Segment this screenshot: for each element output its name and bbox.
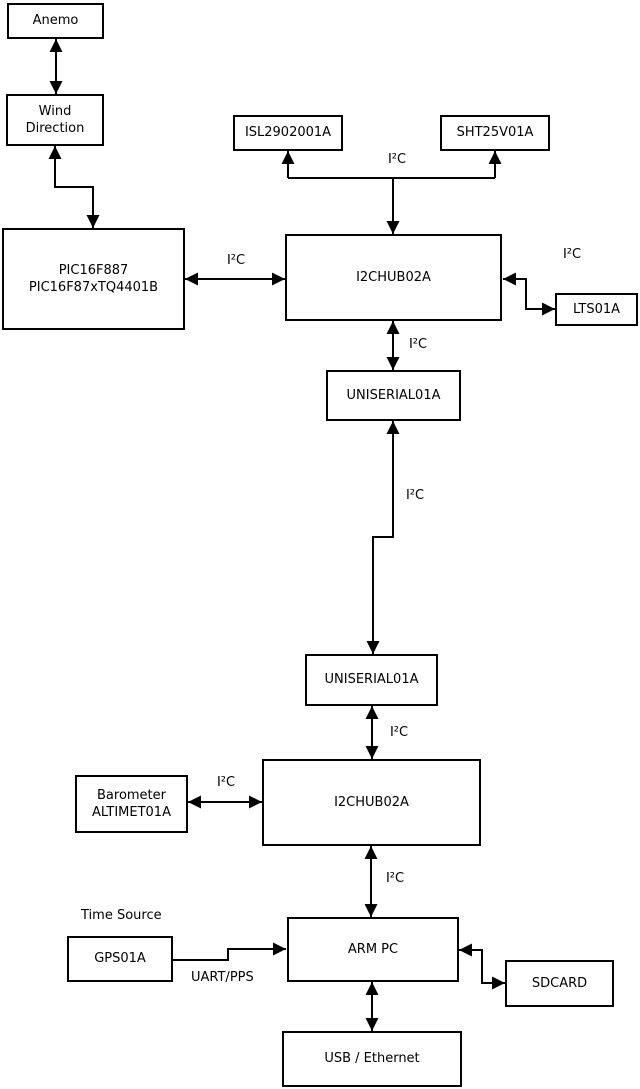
edge-label-uart-pps: UART/PPS — [191, 970, 254, 985]
node-sht-sensor-label: SHT25V01A — [456, 125, 534, 141]
node-wind-direction-label-line2: Direction — [25, 121, 85, 136]
node-gps-label: GPS01A — [94, 951, 146, 967]
node-uniserial-upper: UNISERIAL01A — [326, 370, 461, 421]
edge-label-i2c-barometer-hub: I²C — [216, 775, 236, 790]
node-gps: GPS01A — [67, 936, 173, 982]
node-arm-pc: ARM PC — [287, 917, 459, 982]
edge-label-i2c-uniserial-hub-lower: I²C — [389, 725, 409, 740]
node-i2chub-upper-label: I2CHUB02A — [356, 269, 431, 285]
node-anemo: Anemo — [7, 3, 104, 39]
node-usb-ethernet-label: USB / Ethernet — [324, 1051, 420, 1067]
edge-label-i2c-hub-armpc: I²C — [385, 871, 405, 886]
node-arm-pc-label: ARM PC — [347, 941, 399, 957]
edge-label-i2c-hub-uniserial-upper: I²C — [408, 337, 428, 352]
node-sdcard-label: SDCARD — [531, 975, 588, 991]
edge-label-i2c-sensor-tee: I²C — [387, 152, 407, 167]
node-uniserial-upper-label: UNISERIAL01A — [346, 387, 441, 403]
edge-label-i2c-hub-lts: I²C — [562, 247, 582, 262]
node-barometer: Barometer ALTIMET01A — [75, 775, 188, 833]
node-i2chub-lower: I2CHUB02A — [262, 759, 481, 846]
node-i2chub-lower-label: I2CHUB02A — [334, 794, 409, 810]
edge-gps-armpc — [173, 942, 286, 961]
node-uniserial-lower: UNISERIAL01A — [305, 654, 438, 706]
node-anemo-label: Anemo — [32, 13, 79, 29]
node-usb-ethernet: USB / Ethernet — [282, 1031, 462, 1087]
edge-wind-direction-pic — [48, 146, 100, 228]
edge-uniserial-upper-uniserial-lower — [366, 421, 400, 654]
edge-armpc-sdcard — [459, 943, 505, 990]
edge-label-i2c-pic-hub: I²C — [226, 253, 246, 268]
node-pic-mcu: PIC16F887 PIC16F87xTQ4401B — [2, 228, 185, 330]
node-pic-mcu-label-line1: PIC16F887 — [58, 262, 129, 278]
edge-label-i2c-uniserial-link: I²C — [405, 488, 425, 503]
node-isl-sensor-label: ISL2902001A — [244, 125, 332, 141]
node-i2chub-upper: I2CHUB02A — [285, 234, 502, 321]
node-sdcard: SDCARD — [505, 960, 614, 1007]
node-lts-sensor: LTS01A — [555, 293, 638, 326]
node-lts-sensor-label: LTS01A — [572, 301, 621, 317]
node-isl-sensor: ISL2902001A — [233, 115, 343, 151]
node-sht-sensor: SHT25V01A — [440, 115, 550, 151]
node-wind-direction: Wind Direction — [6, 94, 104, 146]
node-barometer-label-line2: ALTIMET01A — [92, 805, 171, 820]
node-barometer-label-line1: Barometer — [97, 787, 166, 803]
node-uniserial-lower-label: UNISERIAL01A — [324, 672, 419, 688]
edge-i2chub-upper-lts — [503, 272, 555, 316]
node-pic-mcu-label-line2: PIC16F87xTQ4401B — [28, 280, 159, 295]
annotation-time-source: Time Source — [81, 908, 162, 923]
node-wind-direction-label-line1: Wind — [38, 103, 72, 119]
